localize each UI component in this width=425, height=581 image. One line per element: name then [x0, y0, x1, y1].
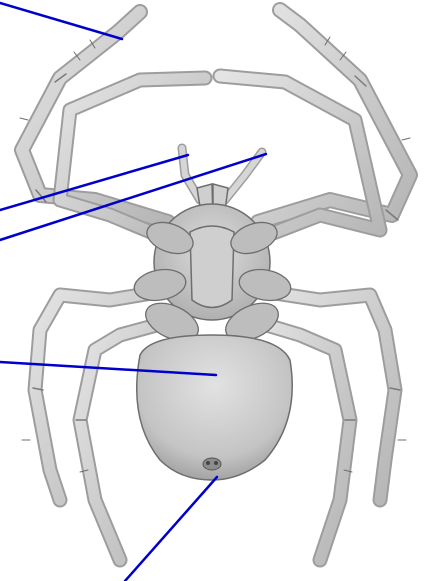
leg-left-1 — [22, 12, 168, 222]
leader-line-spinnerets — [125, 477, 217, 581]
abdomen — [137, 335, 292, 480]
leader-line-leg — [0, 3, 122, 39]
sternum — [190, 226, 234, 308]
cephalothorax — [132, 204, 293, 348]
spinnerets — [203, 458, 221, 470]
